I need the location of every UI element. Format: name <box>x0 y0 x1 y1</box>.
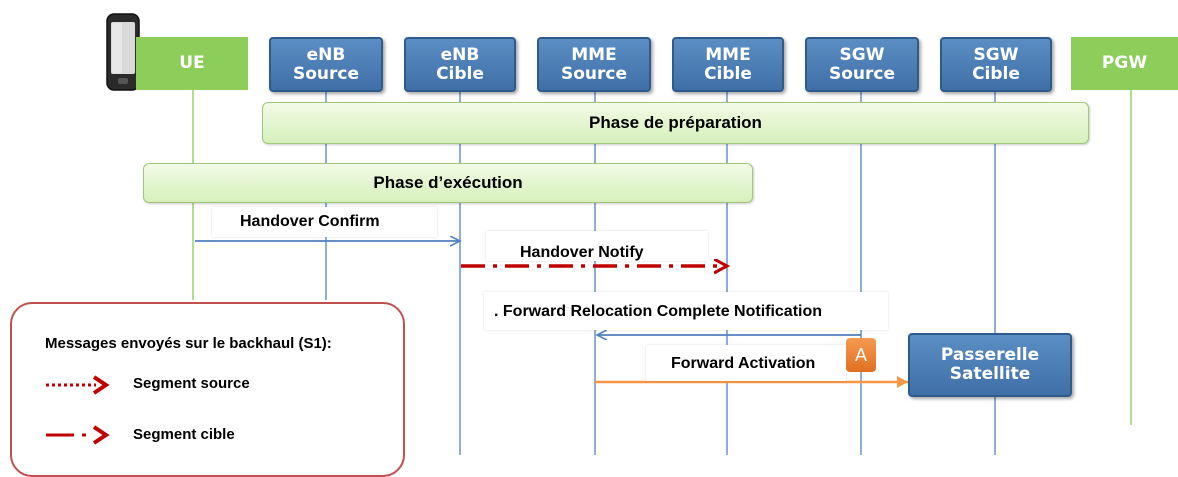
legend-source-arrow <box>46 375 110 395</box>
handover-notify-box <box>486 231 708 261</box>
entity-mme-source: MME Source <box>537 37 651 92</box>
phase-execution: Phase d’exécution <box>143 163 753 203</box>
legend-title: Messages envoyés sur le backhaul (S1): <box>45 335 332 352</box>
legend-target-arrow <box>46 425 110 445</box>
entity-ue: UE <box>136 37 248 90</box>
entity-enb-cible: eNB Cible <box>404 37 516 92</box>
badge-a: A <box>846 338 876 372</box>
sequence-lines <box>192 90 1132 455</box>
phase-preparation: Phase de préparation <box>262 102 1089 144</box>
entity-enb-source: eNB Source <box>269 37 383 92</box>
entity-pgw: PGW <box>1071 37 1178 90</box>
mobile-phone-icon <box>106 13 140 91</box>
legend-target-label: Segment cible <box>133 426 235 443</box>
forward-relocation-label: . Forward Relocation Complete Notificati… <box>494 303 823 320</box>
entity-sgw-cible: SGW Cible <box>940 37 1052 92</box>
forward-relocation-box <box>484 292 888 330</box>
legend-source-label: Segment source <box>133 375 250 392</box>
handover-confirm-label: Handover Confirm <box>240 213 380 230</box>
handover-confirm-box <box>212 207 437 237</box>
handover-notify-label: Handover Notify <box>520 244 644 261</box>
gateway-satellite: Passerelle Satellite <box>908 333 1072 397</box>
forward-activation-label: Forward Activation <box>671 355 816 372</box>
entity-sgw-source: SGW Source <box>805 37 919 92</box>
forward-activation-box <box>646 345 846 381</box>
legend-box <box>10 302 405 477</box>
entity-mme-cible: MME Cible <box>672 37 784 92</box>
